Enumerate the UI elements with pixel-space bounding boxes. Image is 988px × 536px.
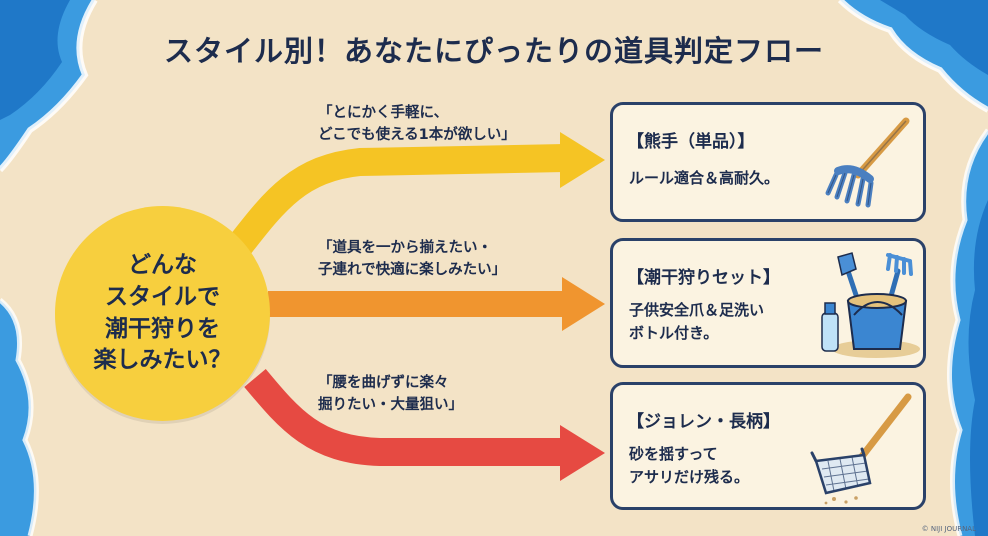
bucket-set-icon <box>821 252 920 358</box>
result-card-rake: 【熊手（単品）】 ルール適合＆高耐久。 <box>610 102 926 222</box>
card-description: 砂を揺すって アサリだけ残る。 <box>629 445 750 487</box>
start-node: どんな スタイルで 潮干狩りを 楽しみたい？ <box>55 206 270 421</box>
arrow-top <box>228 132 605 254</box>
card-title: 【潮干狩りセット】 <box>627 268 780 288</box>
rake-icon <box>825 117 910 208</box>
condition-label-bottom: 「腰を曲げずに楽々 掘りたい・大量狙い」 <box>318 375 463 414</box>
condition-label-middle: 「道具を一から揃えたい・ 子連れで快適に楽しみたい」 <box>318 240 507 279</box>
arrow-middle <box>268 277 605 331</box>
card-description: 子供安全爪＆足洗い ボトル付き。 <box>629 301 765 343</box>
joren-sieve-icon <box>810 393 912 505</box>
credit-text: © NIJI JOURNAL <box>921 525 976 533</box>
card-title: 【ジョレン・長柄】 <box>627 412 780 432</box>
start-question: どんな スタイルで 潮干狩りを 楽しみたい？ <box>93 252 232 374</box>
page-title: スタイル別！あなたにぴったりの道具判定フロー <box>163 34 824 68</box>
result-card-set: 【潮干狩りセット】 子供安全爪＆足洗い ボトル付き。 <box>610 238 926 368</box>
card-description: ルール適合＆高耐久。 <box>629 169 780 187</box>
condition-label-top: 「とにかく手軽に、 どこでも使える1本が欲しい」 <box>318 105 516 144</box>
result-card-joren: 【ジョレン・長柄】 砂を揺すって アサリだけ残る。 <box>610 382 926 510</box>
card-title: 【熊手（単品）】 <box>627 132 755 152</box>
arrow-bottom <box>244 369 605 481</box>
